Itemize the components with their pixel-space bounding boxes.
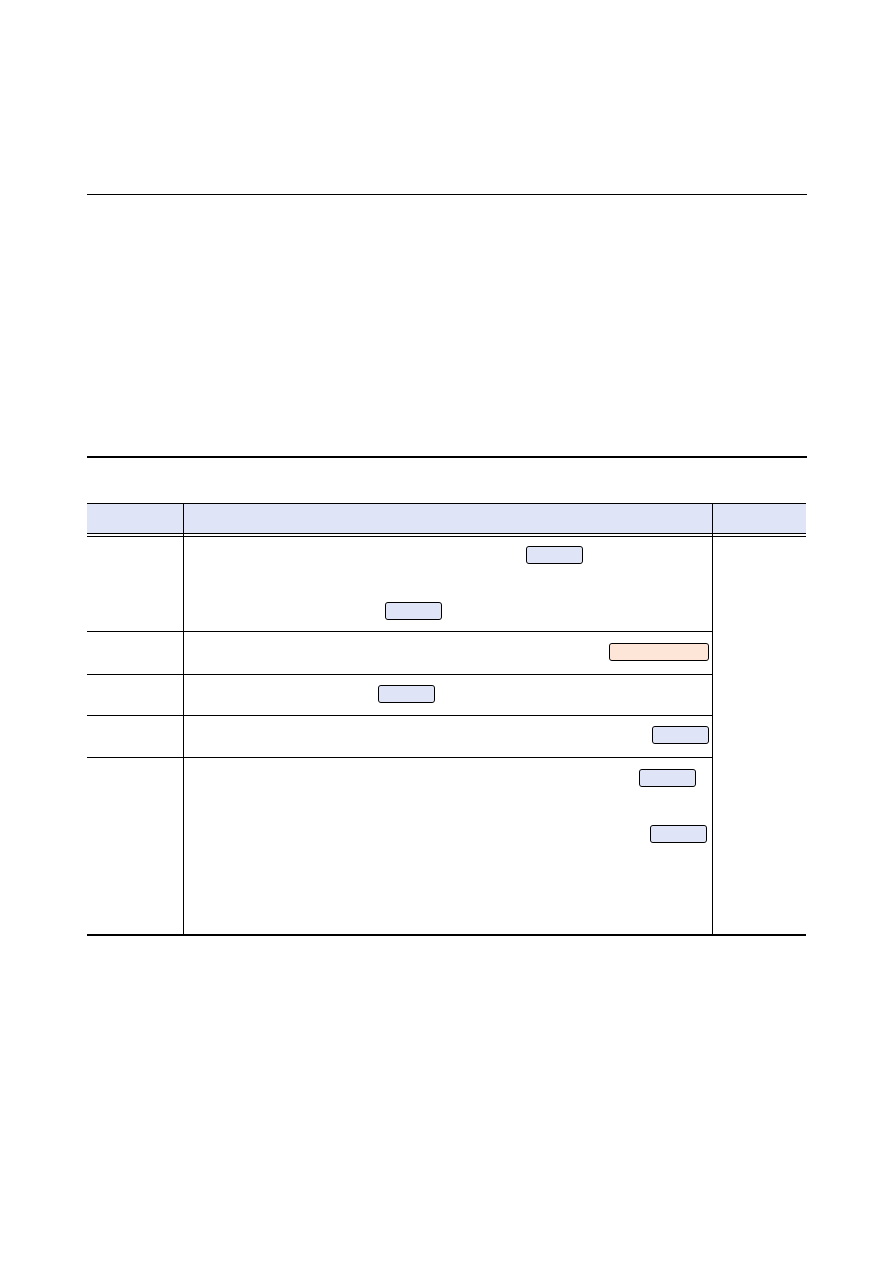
header-cell-3 [713, 504, 806, 533]
row-separator [87, 631, 713, 632]
header-cell-2 [184, 504, 712, 533]
tag-chip [652, 726, 709, 744]
top-rule [87, 194, 807, 195]
tag-chip [385, 602, 442, 620]
tag-chip [526, 546, 583, 564]
row-separator [87, 715, 713, 716]
table-bottom-rule [87, 934, 806, 936]
section-rule [87, 456, 807, 458]
header-double-rule [87, 536, 806, 537]
tag-chip [650, 825, 707, 843]
data-table [87, 503, 806, 936]
tag-chip [378, 685, 435, 703]
row-separator [87, 674, 713, 675]
header-cell-1 [87, 504, 183, 533]
tag-chip [639, 769, 696, 787]
highlight-tag-chip [609, 643, 709, 661]
table-header [87, 503, 806, 534]
row-separator [87, 757, 713, 758]
column-divider-2 [712, 503, 713, 934]
column-divider-1 [183, 503, 184, 934]
